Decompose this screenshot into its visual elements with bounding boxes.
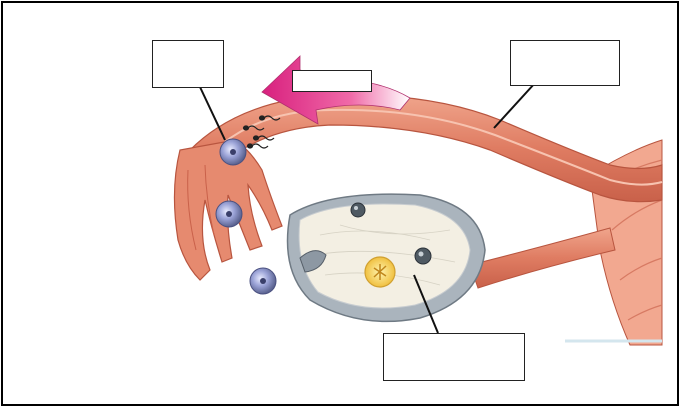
arrow-label-box[interactable] [292, 70, 372, 92]
ovary-label-box[interactable] [383, 333, 525, 381]
oviduct-label-box[interactable] [510, 40, 620, 86]
egg-label-box[interactable] [152, 40, 224, 88]
